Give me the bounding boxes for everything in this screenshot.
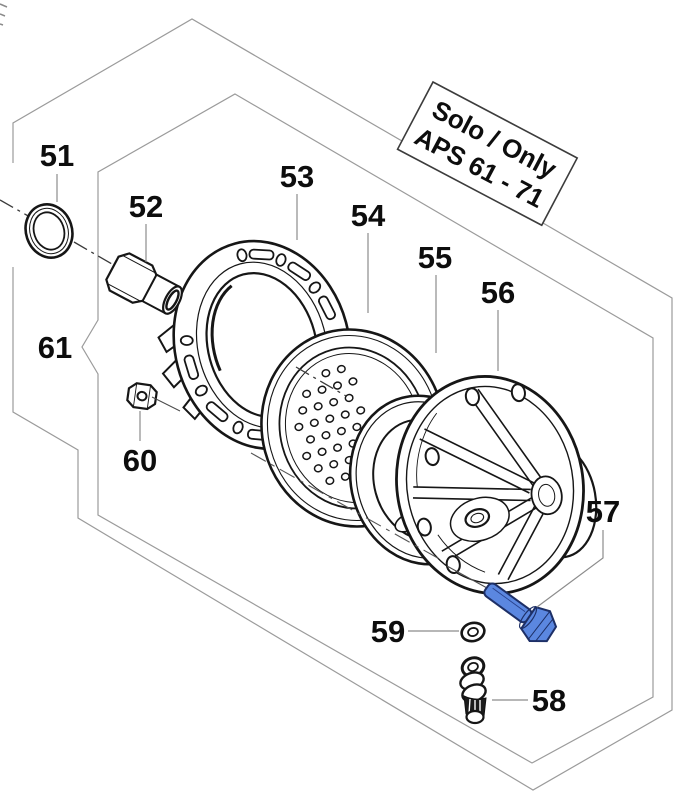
inner-border <box>81 93 654 764</box>
label-58: 58 <box>532 683 566 718</box>
label-61: 61 <box>38 330 72 365</box>
label-56: 56 <box>481 275 515 310</box>
outer-border <box>12 18 673 791</box>
part-60-nut <box>126 382 158 411</box>
part-51-ring <box>24 203 74 259</box>
part-54-holes <box>294 364 381 494</box>
label-59: 59 <box>371 614 405 649</box>
label-54: 54 <box>351 198 386 233</box>
part-52-fitting <box>105 252 183 315</box>
bolt-hole-line <box>446 565 488 589</box>
label-51: 51 <box>40 138 74 173</box>
flange-slots <box>183 248 336 442</box>
part-58-valve <box>459 656 487 725</box>
part-57-bolt-highlighted <box>483 582 558 643</box>
label-55: 55 <box>418 240 452 275</box>
centerline-on-plate <box>295 366 347 397</box>
label-53: 53 <box>280 159 314 194</box>
part-number-labels: 51 52 53 54 55 56 57 58 59 60 61 <box>38 138 620 718</box>
label-60: 60 <box>123 443 157 478</box>
bolt-axis-centerline <box>250 452 444 562</box>
label-57: 57 <box>586 494 620 529</box>
part-56-cover <box>395 375 598 595</box>
part-59-washer <box>460 621 486 643</box>
page-crop-marks <box>0 3 8 26</box>
label-52: 52 <box>129 189 163 224</box>
leader-lines <box>56 174 604 701</box>
note-box: Solo / Only APS 61 - 71 <box>396 80 579 227</box>
cover-bolt-holes <box>416 383 526 575</box>
nut-stud-line <box>151 396 181 412</box>
